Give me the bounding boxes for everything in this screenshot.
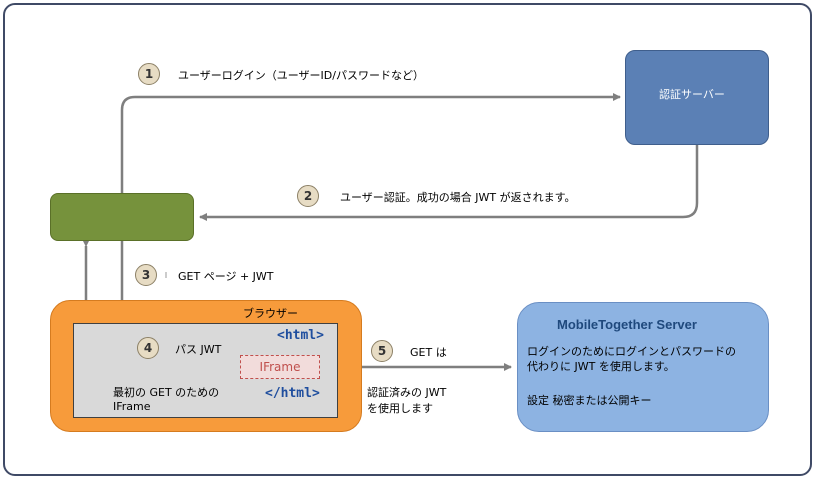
step-5-text: GET は [410,346,447,359]
mobiletogether-title: MobileTogether Server [557,317,697,332]
step-5-badge: 5 [371,340,393,362]
step-2-badge: 2 [297,185,319,207]
arrow-jwt-return [199,145,699,221]
step-4-badge: 4 [137,337,159,359]
auth-server-box: 認証サーバー [625,50,769,145]
step-3-text: GET ページ + JWT [178,270,274,283]
step-5-text-line2: 認証済みの JWT [367,386,447,399]
step-1-badge: 1 [138,63,160,85]
arrow-login [120,93,621,193]
step-3-badge: 3 [135,264,157,286]
mobiletogether-line1: ログインのためにログインとパスワードの [527,345,736,358]
step-4-text: パス JWT [175,343,222,356]
step-5-text-line3: を使用します [367,402,433,415]
mobiletogether-server-box [517,302,769,432]
step-2-text: ユーザー認証。成功の場合 JWT が返されます。 [340,191,576,204]
html-open-tag: <html> [277,328,324,343]
html-close-tag: </html> [265,386,320,401]
mobiletogether-line3: 設定 秘密または公開キー [527,394,652,407]
client-app-box [50,193,194,241]
auth-server-label: 認証サーバー [659,88,725,101]
iframe-caption-line1: 最初の GET のための [113,386,220,399]
step-1-text: ユーザーログイン（ユーザーID/パスワードなど） [178,69,424,82]
iframe-label: IFrame [240,355,320,379]
mobiletogether-line2: 代わりに JWT を使用します。 [527,360,675,373]
browser-label: ブラウザー [243,307,298,320]
iframe-caption-line2: IFrame [113,400,151,413]
diagram-frame [3,3,812,476]
